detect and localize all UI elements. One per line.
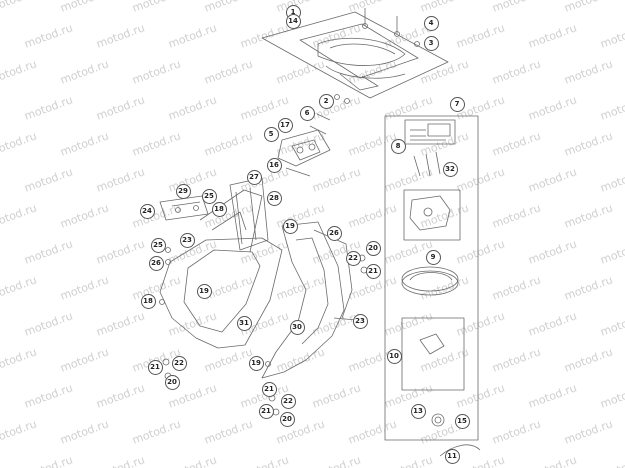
part-callout-21: 21 [261,381,277,397]
part-callout-23: 23 [352,313,368,329]
left-rail [159,195,209,221]
part-callout-18: 18 [211,201,227,217]
part-callout-17: 17 [277,117,293,133]
right-side-panel [261,221,357,379]
part-callout-25: 25 [201,188,217,204]
part-callout-25: 25 [150,237,166,253]
part-callout-6: 6 [299,105,315,121]
part-callout-19: 19 [248,355,264,371]
part-callout-26: 26 [148,255,164,271]
part-callout-19: 19 [282,218,298,234]
part-callout-16: 16 [266,157,282,173]
part-callout-20: 20 [164,374,180,390]
part-callout-2: 2 [318,93,334,109]
part-callout-3: 3 [423,35,439,51]
part-callout-29: 29 [175,183,191,199]
part-callout-24: 24 [139,203,155,219]
upper-bracket [277,113,331,177]
part-callout-9: 9 [425,249,441,265]
part-callout-21: 21 [258,403,274,419]
part-callout-22: 22 [171,355,187,371]
part-callout-18: 18 [140,293,156,309]
part-callout-27: 27 [246,169,262,185]
part-callout-7: 7 [449,96,465,112]
part-callout-28: 28 [266,190,282,206]
part-callout-23: 23 [179,232,195,248]
part-callout-8: 8 [390,138,406,154]
part-callout-32: 32 [442,161,458,177]
part-callout-21: 21 [365,263,381,279]
part-callout-26: 26 [326,225,342,241]
part-callout-20: 20 [365,240,381,256]
part-callout-14: 14 [285,13,301,29]
part-callout-21: 21 [147,359,163,375]
part-callout-22: 22 [280,393,296,409]
part-callout-5: 5 [263,126,279,142]
part-callout-10: 10 [386,348,402,364]
part-callout-15: 15 [454,413,470,429]
top-panel-assembly [261,8,449,104]
part-callout-22: 22 [345,250,361,266]
right-parts-frame [384,115,481,457]
part-callout-20: 20 [279,411,295,427]
part-callout-30: 30 [289,319,305,335]
part-callout-31: 31 [236,315,252,331]
part-callout-4: 4 [423,15,439,31]
part-callout-19: 19 [196,283,212,299]
part-callout-11: 11 [444,448,460,464]
part-callout-13: 13 [410,403,426,419]
